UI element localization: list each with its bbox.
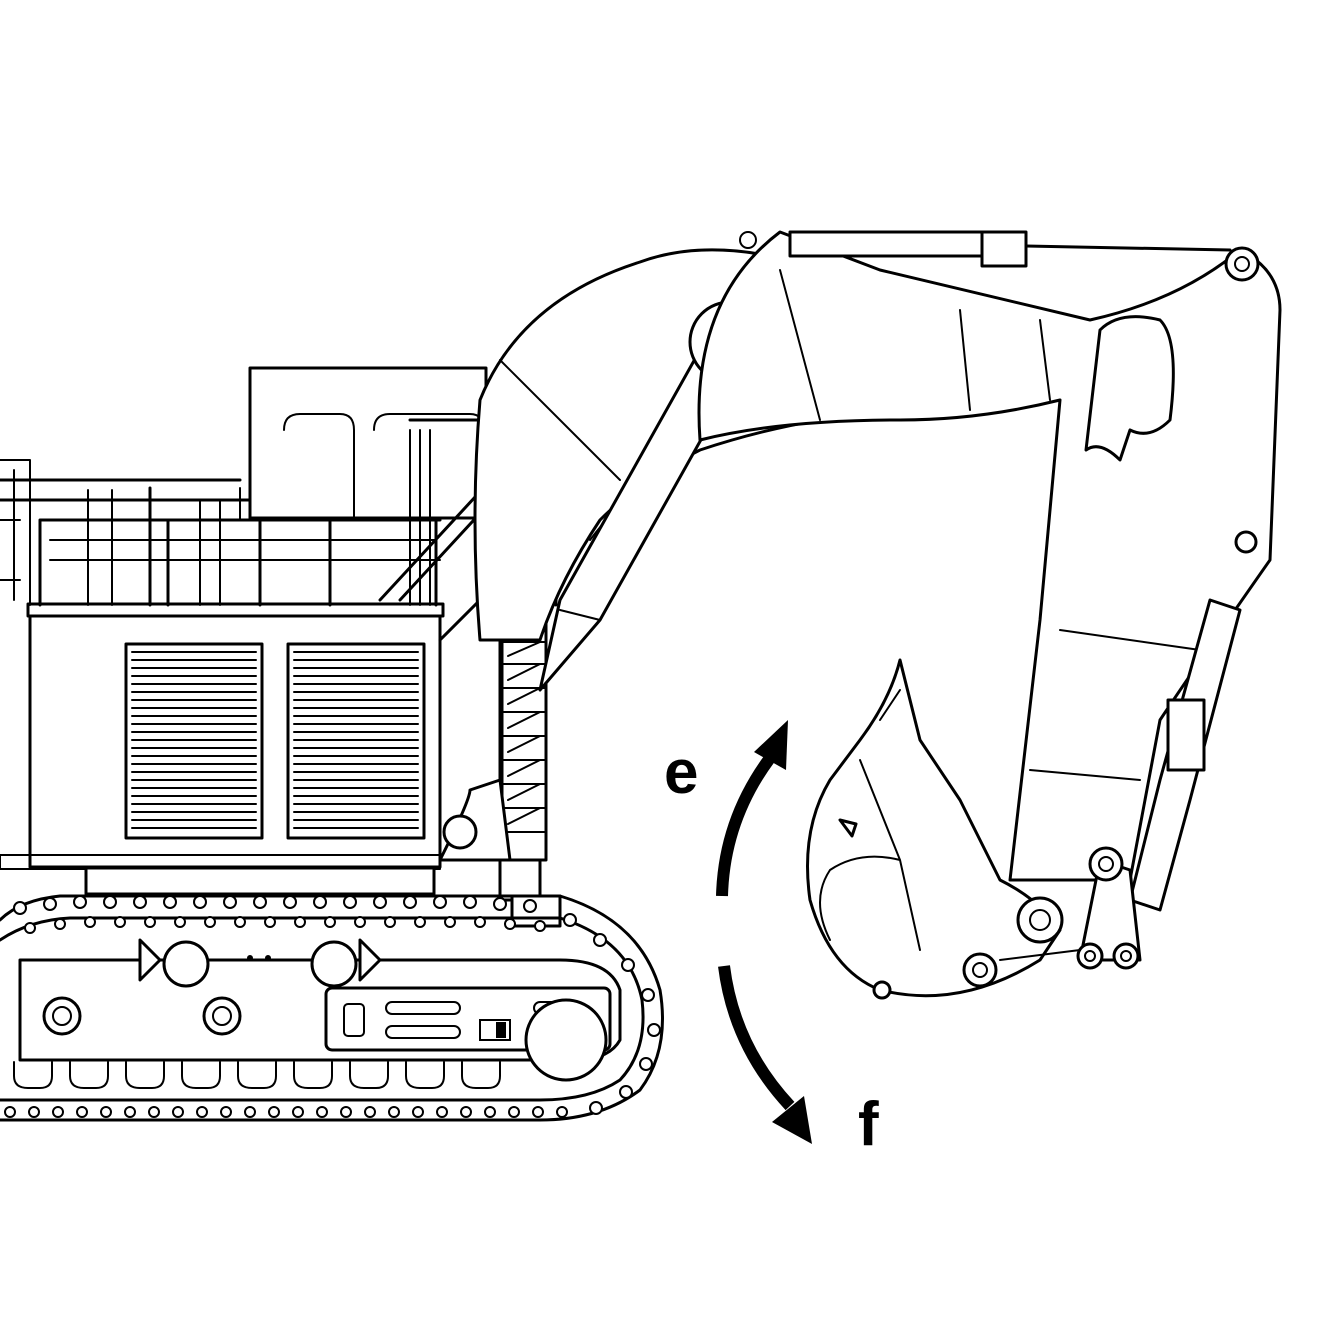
- track-links-top: [13, 895, 661, 1115]
- motion-label-f: f: [858, 1090, 879, 1159]
- upper-structure: [0, 366, 562, 896]
- undercarriage: [0, 858, 664, 1122]
- curl-arrow-e: [716, 720, 788, 897]
- track-links-bottom: [4, 1106, 568, 1118]
- motion-label-e: e: [664, 738, 699, 807]
- radiator-grille-left: [131, 651, 257, 829]
- stick: [697, 230, 1282, 912]
- dump-arrow-f: [718, 965, 812, 1144]
- bucket: [806, 658, 1142, 1000]
- radiator-grille-right: [293, 651, 419, 829]
